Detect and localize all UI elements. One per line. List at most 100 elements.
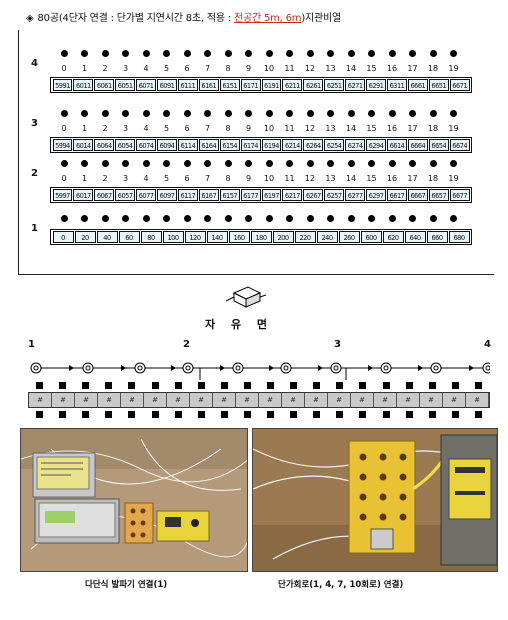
detonator-cell: # bbox=[144, 393, 167, 407]
delay-cell: 6277 bbox=[345, 189, 366, 201]
hole-number: 17 bbox=[407, 174, 418, 183]
connector-node bbox=[134, 362, 146, 374]
delay-cell: 6271 bbox=[345, 79, 366, 91]
delay-marker-square bbox=[428, 382, 436, 389]
delay-cell: 6297 bbox=[366, 189, 386, 201]
direction-arrow-icon bbox=[269, 365, 274, 371]
delay-cell: 120 bbox=[184, 231, 206, 243]
hole-number: 3 bbox=[122, 174, 129, 183]
detonator-cell: # bbox=[420, 393, 443, 407]
drill-hole-dot bbox=[388, 215, 396, 222]
drill-hole-dot bbox=[347, 215, 355, 222]
delay-cell: 680 bbox=[448, 231, 470, 243]
detonator-cell: # bbox=[167, 393, 190, 407]
delay-cell: 6094 bbox=[157, 139, 177, 151]
hole-number: 12 bbox=[304, 174, 316, 183]
direction-arrow-icon bbox=[418, 365, 423, 371]
delay-cell: 6164 bbox=[198, 139, 219, 151]
delay-marker-square bbox=[382, 382, 390, 389]
delay-cell: 6167 bbox=[198, 189, 219, 201]
delay-marker-square bbox=[59, 411, 67, 418]
delay-marker-square bbox=[220, 382, 228, 389]
delay-marker-square bbox=[197, 382, 205, 389]
drill-hole-dot bbox=[224, 110, 232, 117]
hole-number: 2 bbox=[102, 64, 108, 73]
connector-node bbox=[280, 362, 292, 374]
delay-cell: 80 bbox=[140, 231, 162, 243]
delay-marker-square bbox=[220, 411, 228, 418]
drill-hole-dot bbox=[204, 110, 211, 117]
drill-hole-dot bbox=[306, 160, 314, 167]
detonator-cell: # bbox=[190, 393, 213, 407]
hole-number: 0 bbox=[61, 64, 67, 73]
drill-hole-dot bbox=[450, 160, 457, 167]
blast-pattern-panel bbox=[18, 30, 494, 275]
hole-number: 10 bbox=[263, 124, 275, 133]
delay-cell: 6264 bbox=[303, 139, 324, 151]
drill-hole-dot bbox=[347, 50, 355, 57]
connector-node-core bbox=[333, 365, 339, 371]
drill-hole-dot bbox=[265, 110, 273, 117]
hole-number: 17 bbox=[407, 124, 418, 133]
hole-number: 11 bbox=[284, 124, 295, 133]
drill-hole-dot bbox=[60, 215, 68, 222]
drill-hole-dot bbox=[265, 215, 273, 222]
hole-number: 16 bbox=[386, 64, 398, 73]
delay-cell: 6014 bbox=[73, 139, 94, 151]
detonator-cell: # bbox=[466, 393, 489, 407]
drill-hole-dot bbox=[245, 160, 252, 167]
direction-arrow-icon bbox=[220, 365, 225, 371]
delay-cell: 6064 bbox=[94, 139, 115, 151]
drill-hole-dot bbox=[60, 50, 68, 57]
delay-cell: 6661 bbox=[407, 79, 428, 91]
hole-number: 13 bbox=[325, 64, 336, 73]
delay-marker-square bbox=[174, 411, 182, 418]
hole-number: 0 bbox=[61, 174, 67, 183]
delay-marker-square bbox=[174, 382, 182, 389]
direction-arrow-icon bbox=[171, 365, 176, 371]
delay-marker-square bbox=[474, 411, 482, 418]
delay-cell: 6267 bbox=[303, 189, 324, 201]
delay-cell: 640 bbox=[404, 231, 426, 243]
drill-hole-dot bbox=[327, 110, 334, 117]
delay-marker-square bbox=[382, 411, 390, 418]
hole-number: 1 bbox=[81, 174, 88, 183]
hole-number: 0 bbox=[61, 124, 67, 133]
drill-hole-row bbox=[0, 50, 508, 60]
delay-marker-square bbox=[128, 382, 136, 389]
delay-cell: 6077 bbox=[136, 189, 157, 201]
drill-hole-dot bbox=[347, 160, 355, 167]
drill-hole-dot bbox=[142, 215, 150, 222]
drill-hole-dot bbox=[101, 160, 109, 167]
drill-hole-dot bbox=[122, 50, 129, 57]
delay-cell: 6067 bbox=[94, 189, 115, 201]
connector-node-core bbox=[137, 365, 143, 371]
drill-hole-row bbox=[0, 110, 508, 120]
delay-cell: 6214 bbox=[282, 139, 303, 151]
drill-hole-dot bbox=[388, 50, 396, 57]
block-label-2: 2 bbox=[183, 339, 190, 350]
delay-cell: 6174 bbox=[240, 139, 261, 151]
drill-hole-dot bbox=[265, 160, 273, 167]
delay-cell: 6291 bbox=[366, 79, 386, 91]
drill-hole-dot bbox=[388, 110, 396, 117]
detonator-cell: # bbox=[259, 393, 282, 407]
delay-cell: 20 bbox=[74, 231, 96, 243]
drill-hole-dot bbox=[224, 50, 232, 57]
drill-hole-dot bbox=[409, 160, 416, 167]
connector-node bbox=[182, 362, 194, 374]
detonator-cell: # bbox=[236, 393, 259, 407]
drill-hole-dot bbox=[450, 50, 457, 57]
drill-hole-dot bbox=[368, 215, 375, 222]
detonator-cell: # bbox=[75, 393, 98, 407]
drill-hole-dot bbox=[409, 215, 416, 222]
delay-marker-square bbox=[451, 411, 459, 418]
row-label: 2 bbox=[31, 168, 38, 179]
hole-number: 11 bbox=[284, 64, 295, 73]
hole-number: 2 bbox=[102, 124, 108, 133]
delay-cell: 260 bbox=[338, 231, 360, 243]
drill-hole-dot bbox=[163, 160, 170, 167]
delay-marker-square bbox=[313, 411, 321, 418]
drill-hole-dot bbox=[81, 160, 88, 167]
